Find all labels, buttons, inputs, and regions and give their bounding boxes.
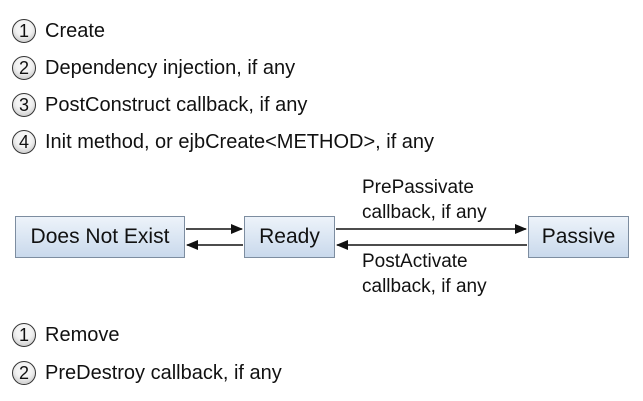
step-label: Dependency injection, if any: [45, 56, 296, 79]
state-does-not-exist: Does Not Exist: [15, 216, 185, 258]
step-label: Init method, or ejbCreate<METHOD>, if an…: [45, 130, 435, 153]
create-step-1: 1 Create: [12, 16, 105, 46]
state-ready: Ready: [244, 216, 335, 258]
step-number-badge: 1: [12, 19, 36, 43]
remove-step-1: 1 Remove: [12, 320, 119, 350]
step-number-badge: 1: [12, 323, 36, 347]
step-number-badge: 4: [12, 130, 36, 154]
step-number-badge: 3: [12, 93, 36, 117]
step-label: PostConstruct callback, if any: [45, 93, 308, 116]
step-label: PreDestroy callback, if any: [45, 361, 282, 384]
step-label: Remove: [45, 323, 120, 346]
activate-label-line2: callback, if any: [362, 276, 487, 297]
step-label: Create: [45, 19, 106, 42]
create-step-4: 4 Init method, or ejbCreate<METHOD>, if …: [12, 127, 434, 157]
step-number-badge: 2: [12, 56, 36, 80]
activate-label-line1: PostActivate: [362, 251, 468, 272]
activate-label: PostActivate callback, if any: [362, 249, 487, 299]
create-step-3: 3 PostConstruct callback, if any: [12, 90, 307, 120]
passivate-label-line2: callback, if any: [362, 202, 487, 223]
step-number-badge: 2: [12, 361, 36, 385]
passivate-label: PrePassivate callback, if any: [362, 175, 487, 225]
state-passive: Passive: [528, 216, 629, 258]
passivate-label-line1: PrePassivate: [362, 177, 474, 198]
remove-step-2: 2 PreDestroy callback, if any: [12, 358, 282, 388]
create-step-2: 2 Dependency injection, if any: [12, 53, 295, 83]
